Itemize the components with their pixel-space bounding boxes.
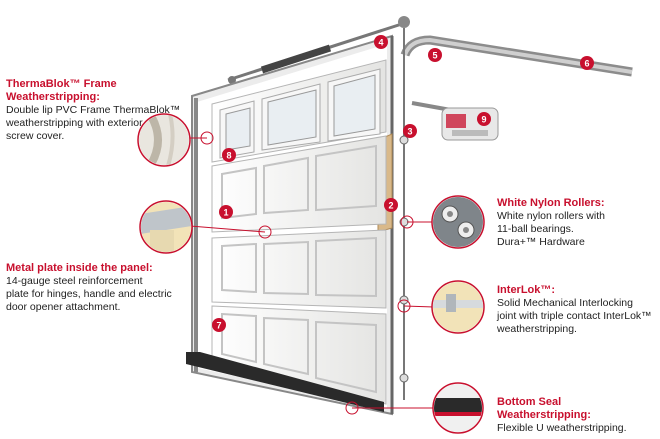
badge-9: 9: [477, 112, 491, 126]
callout-metal-plate: Metal plate inside the panel: 14-gauge s…: [6, 262, 196, 314]
callout-metal-plate-title: Metal plate inside the panel:: [6, 262, 153, 274]
detail-rollers: [431, 195, 485, 249]
callout-thermablok: ThermaBlok™ Frame Weatherstripping: Doub…: [6, 78, 196, 143]
badge-1: 1: [219, 205, 233, 219]
callout-interlok-title: InterLok™:: [497, 284, 556, 296]
callout-thermablok-title: ThermaBlok™ Frame Weatherstripping:: [6, 78, 117, 103]
svg-text:8: 8: [226, 151, 231, 161]
svg-text:4: 4: [378, 38, 383, 48]
badge-6: 6: [580, 56, 594, 70]
detail-bottom-seal: [432, 382, 484, 434]
badge-8: 8: [222, 148, 236, 162]
svg-text:9: 9: [481, 115, 486, 125]
callout-bottom-seal-title: Bottom Seal Weatherstripping:: [497, 396, 591, 421]
svg-text:5: 5: [432, 51, 437, 61]
callout-bottom-seal: Bottom Seal Weatherstripping: Flexible U…: [497, 396, 657, 435]
badge-7: 7: [212, 318, 226, 332]
detail-weatherstrip: [137, 113, 191, 167]
svg-text:7: 7: [216, 321, 221, 331]
detail-interlok: [431, 280, 485, 334]
callout-interlok-body: Solid Mechanical Interlocking joint with…: [497, 297, 652, 335]
badge-3: 3: [403, 124, 417, 138]
leader-targets: [200, 131, 414, 415]
door-sections: [211, 59, 387, 405]
badge-5: 5: [428, 48, 442, 62]
badge-4: 4: [374, 35, 388, 49]
callout-thermablok-body: Double lip PVC Frame ThermaBlok™ weather…: [6, 104, 181, 142]
badge-2: 2: [384, 198, 398, 212]
callout-rollers-body: White nylon rollers with 11-ball bearing…: [497, 210, 605, 248]
detail-metal-plate: [139, 200, 193, 254]
callout-interlok: InterLok™: Solid Mechanical Interlocking…: [497, 284, 657, 336]
callout-rollers-title: White Nylon Rollers:: [497, 197, 605, 209]
svg-text:1: 1: [223, 208, 228, 218]
svg-text:3: 3: [407, 127, 412, 137]
callout-metal-plate-body: 14-gauge steel reinforcement plate for h…: [6, 275, 172, 313]
bottom-seal-rail: [186, 352, 384, 412]
torsion-spring: [227, 16, 410, 84]
svg-text:2: 2: [388, 201, 393, 211]
roller-track-details: [399, 135, 409, 383]
overhead-track: [400, 28, 633, 400]
callout-bottom-seal-body: Flexible U weatherstripping.: [497, 422, 627, 434]
svg-text:6: 6: [584, 59, 589, 69]
callout-rollers: White Nylon Rollers: White nylon rollers…: [497, 197, 657, 249]
